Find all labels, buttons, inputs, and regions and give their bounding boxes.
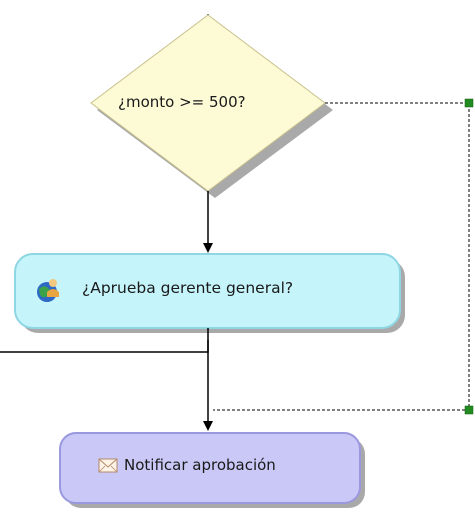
reject-branch-connector[interactable] xyxy=(0,340,209,353)
notify-task-label: Notificar aprobación xyxy=(124,456,276,474)
envelope-icon xyxy=(98,458,118,473)
connection-handle-bottom[interactable] xyxy=(464,405,474,415)
approval-task-label: ¿Aprueba gerente general? xyxy=(82,279,294,297)
notify-task-box[interactable] xyxy=(59,432,361,504)
connection-handle-top[interactable] xyxy=(464,98,474,108)
globe-person-icon xyxy=(37,279,59,302)
false-branch-connector[interactable] xyxy=(213,102,470,411)
decision-label: ¿monto >= 500? xyxy=(118,93,246,111)
